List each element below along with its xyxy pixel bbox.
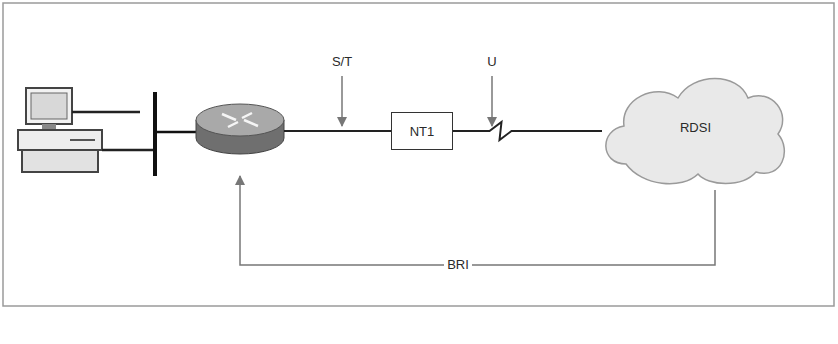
node-label: RDSI bbox=[680, 120, 711, 135]
interface-name: BRI bbox=[444, 257, 472, 273]
node-label: NT1 bbox=[410, 124, 435, 139]
frame bbox=[3, 3, 834, 306]
reference-point: U bbox=[484, 54, 499, 70]
router-icon bbox=[196, 104, 284, 154]
device-box: NT1 bbox=[391, 112, 453, 150]
reference-point: S/T bbox=[329, 54, 355, 70]
s-t-pointer bbox=[341, 76, 343, 126]
lan-wire bbox=[155, 131, 198, 134]
s-t-wire bbox=[284, 130, 391, 132]
network-cloud: RDSI bbox=[598, 64, 793, 190]
line-connector bbox=[453, 122, 602, 140]
lan-bar bbox=[153, 92, 157, 176]
u-pointer bbox=[491, 76, 493, 126]
bri-bracket bbox=[240, 176, 715, 265]
computer-icon bbox=[18, 88, 155, 172]
